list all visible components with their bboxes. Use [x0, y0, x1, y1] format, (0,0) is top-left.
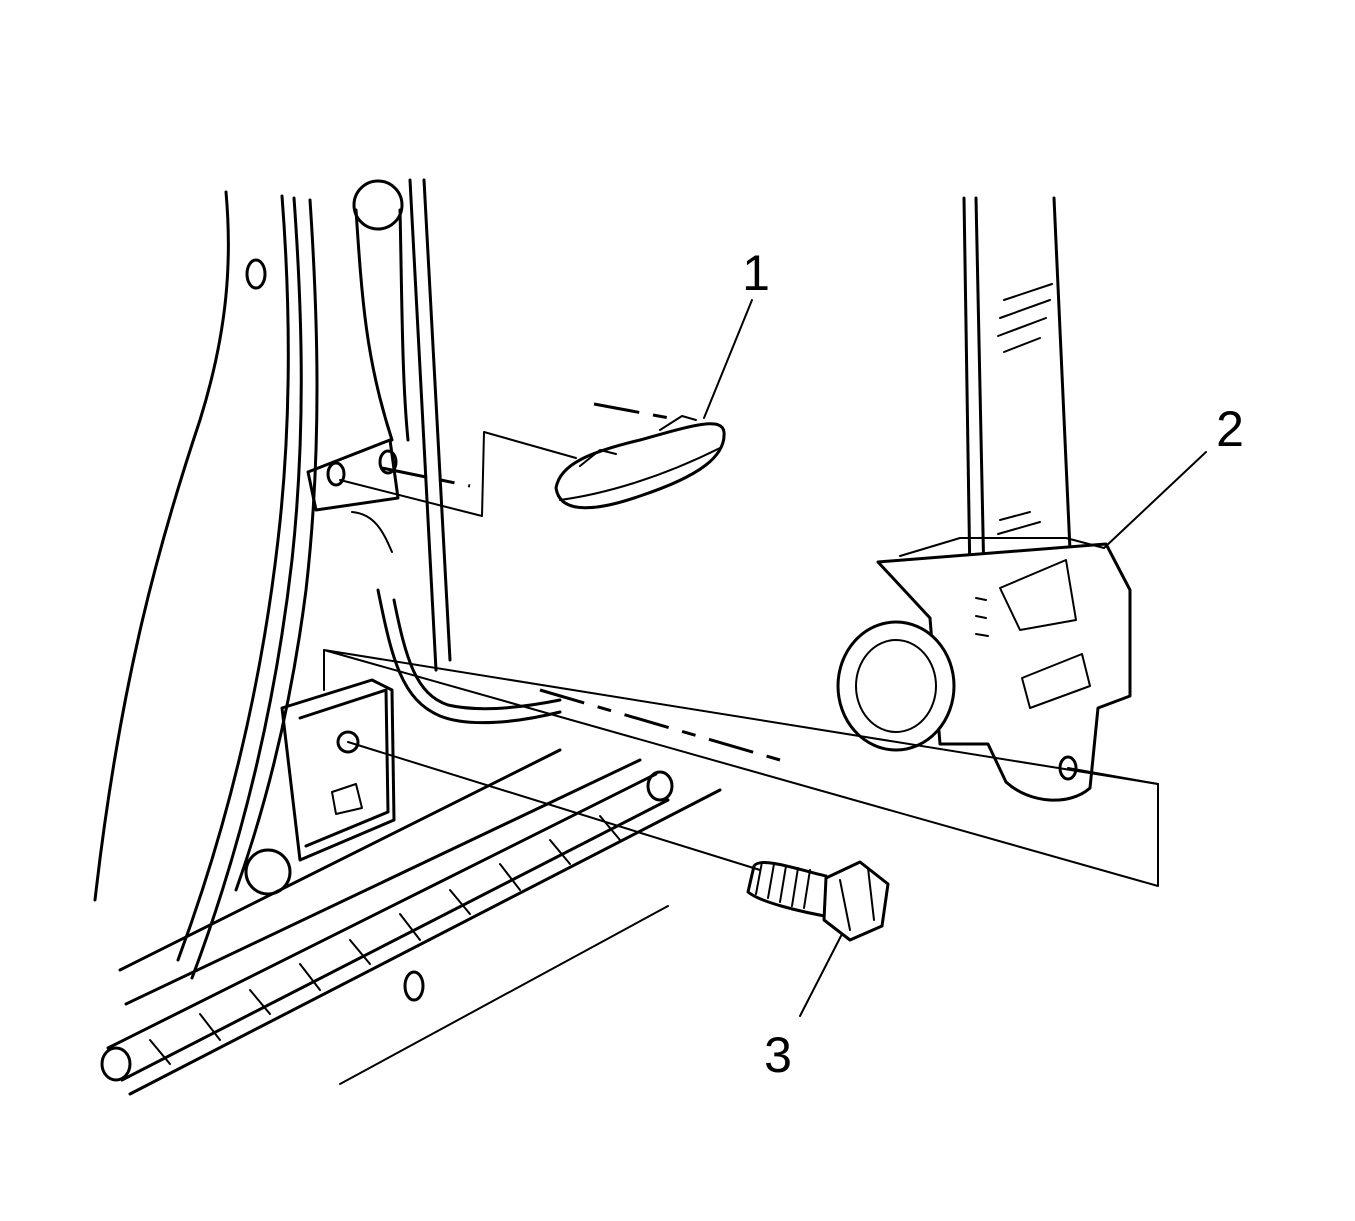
seat-belt-retractor-icon	[836, 196, 1132, 802]
trim-cover-icon	[554, 415, 726, 510]
callout-3: 3	[764, 1027, 792, 1083]
assembly-lines	[323, 402, 1159, 887]
callout-2: 2	[1216, 401, 1244, 457]
bolt-icon	[746, 860, 890, 942]
floor-sill	[100, 748, 722, 1096]
callout-1: 1	[742, 245, 770, 301]
callout-leaders	[703, 299, 1207, 1017]
